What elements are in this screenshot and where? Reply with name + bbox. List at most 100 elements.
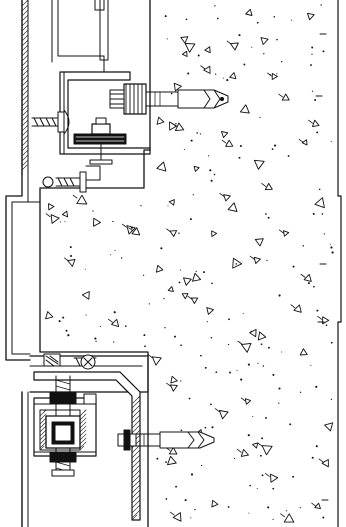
gusset-hatch-line [131, 424, 141, 434]
aggregate-triangle [181, 293, 189, 300]
aggregate-tick [290, 304, 296, 309]
aggregate-dot [247, 363, 250, 366]
clip-hatch-line [79, 445, 85, 451]
aggregate-tick [187, 295, 193, 300]
aggregate-triangle [324, 422, 334, 432]
aggregate-triangle [45, 311, 54, 320]
aggregate-dot [192, 194, 194, 196]
aggregate-dot [267, 216, 270, 219]
panel-hatch-line [21, 54, 29, 62]
aggregate-dot [195, 270, 197, 273]
aggregate-dot [272, 518, 274, 521]
gusset-hatch [131, 395, 141, 521]
aggregate-dot [299, 507, 301, 509]
aggregate-dot [249, 484, 251, 487]
aggregate-tick [311, 502, 317, 507]
aggregate-dot [285, 510, 288, 512]
aggregate-dot [289, 423, 292, 426]
lower-anchor-bolt-icon [117, 429, 215, 451]
clip-hatch-line [39, 413, 47, 421]
aggregate-triangle [254, 238, 264, 247]
aggregate-tick [265, 472, 270, 477]
aggregate-dot [278, 294, 281, 297]
aggregate-dot [302, 245, 305, 247]
aggregate-dot [163, 297, 165, 300]
aggregate-dot [261, 474, 264, 477]
aggregate-dot [148, 303, 150, 305]
aggregate-dot [242, 312, 244, 314]
aggregate-triangle [301, 139, 308, 146]
aggregate-tick [237, 340, 243, 345]
aggregate-dot [113, 341, 115, 343]
gusset-hatch-line [131, 404, 141, 414]
panel-channel-right [57, 0, 105, 57]
aggregate-triangle [218, 410, 229, 420]
panel-hatch-line [21, 89, 29, 97]
gusset-hatch-line [131, 464, 141, 474]
aggregate-triangle [173, 82, 182, 92]
aggregate-tick [249, 255, 255, 260]
aggregate-dot [211, 426, 214, 429]
aggregate-triangle [225, 139, 234, 147]
aggregate-dot [58, 320, 61, 323]
aggregate-dot [329, 243, 331, 245]
aggregate-dot [112, 220, 114, 223]
aggregate-dot [180, 380, 182, 382]
aggregate-tick [171, 122, 176, 127]
aggregate-dot [213, 173, 216, 176]
aggregate-dot [299, 391, 302, 393]
gusset-hatch-line [131, 469, 141, 479]
aggregate-triangle [283, 230, 290, 237]
aggregate-dot [243, 63, 246, 66]
aggregate-dot [247, 434, 250, 437]
aggregate-dot [69, 246, 72, 249]
concrete-wall [39, 0, 342, 527]
panel-hatch-line [21, 154, 29, 162]
aggregate-dot [281, 61, 283, 63]
panel-hatch-line [21, 49, 29, 57]
aggregate-tick [280, 513, 285, 518]
aggregate-dot [236, 369, 238, 371]
gusset-hatch-line [131, 494, 141, 504]
aggregate-dot [178, 232, 180, 234]
panel-hatch-line [21, 124, 29, 132]
aggregate-dot [316, 309, 319, 312]
aggregate-dot [190, 517, 192, 519]
aggregate-dot [316, 131, 319, 134]
aggregate-dot [65, 329, 68, 332]
aggregate-tick [240, 397, 246, 402]
aggregate-dot [252, 415, 254, 418]
aggregate-dot [144, 345, 146, 348]
aggregate-dot [307, 282, 310, 285]
aggregate-triangle [204, 46, 211, 54]
aggregate-dot [140, 205, 142, 207]
aggregate-triangle [156, 161, 167, 172]
panel-hatch-line [21, 39, 29, 47]
aggregate-triangle [322, 316, 330, 325]
gusset-hatch-line [131, 504, 141, 514]
clip-hatch-line [79, 429, 87, 437]
aggregate-dot [210, 403, 212, 406]
aggregate-triangle [169, 384, 178, 392]
aggregate-tick [166, 382, 172, 387]
aggregate-dot [67, 334, 70, 337]
aggregate-triangle [221, 131, 229, 139]
aggregate-dot [315, 445, 318, 448]
panel-hatch-line [21, 114, 29, 122]
aggregate-dot [250, 330, 252, 333]
upper-anchor-bolt-icon [109, 83, 229, 115]
aggregate-triangle [249, 328, 257, 338]
aggregate-dot [311, 456, 314, 459]
lower-screw-icon [73, 354, 97, 370]
aggregate-dot [178, 281, 181, 284]
aggregate-dot [200, 464, 203, 467]
clip-hatch-line [39, 425, 47, 433]
aggregate-dot [206, 321, 208, 323]
aggregate-tick [147, 354, 153, 359]
panel-hatch-line [21, 64, 29, 72]
aggregate-triangle [172, 512, 182, 522]
aggregate-triangle [168, 199, 175, 206]
aggregate-triangle [156, 116, 165, 125]
aggregate-dot [64, 221, 66, 223]
